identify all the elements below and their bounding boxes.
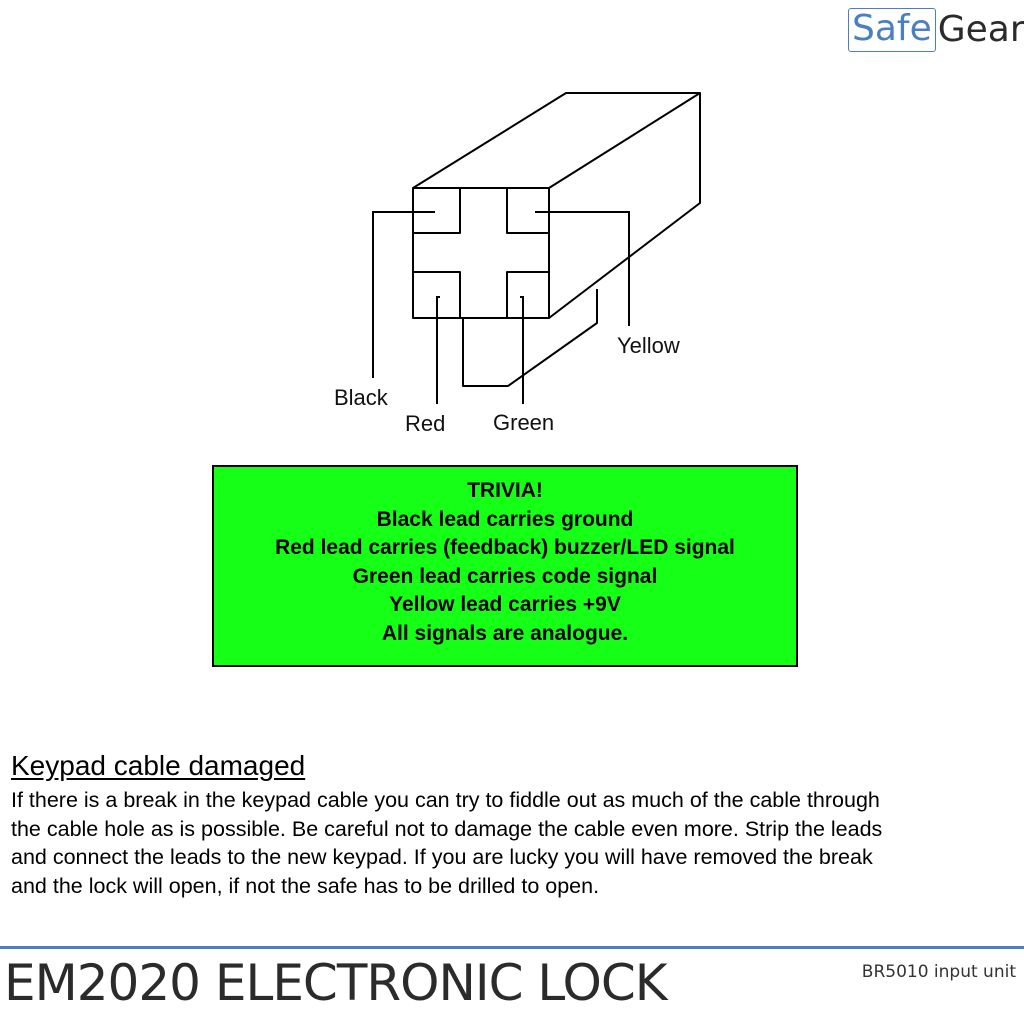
cable-wiring-diagram: Black Red Green Yellow: [334, 92, 701, 436]
logo-safe-text: Safe: [848, 8, 936, 52]
cross-cavity: [412, 187, 550, 319]
trivia-line: All signals are analogue.: [381, 621, 629, 645]
label-black: Black: [334, 385, 389, 410]
trivia-line: Red lead carries (feedback) buzzer/LED s…: [275, 536, 735, 559]
paragraph-line: and the lock will open, if not the safe …: [11, 874, 600, 899]
red-lead-line: [436, 296, 440, 404]
trivia-line: Yellow lead carries +9V: [389, 593, 621, 616]
trivia-line: Green lead carries code signal: [352, 564, 658, 588]
safegear-logo: Safe Gear: [848, 8, 1024, 52]
connector-front-face: [412, 187, 550, 319]
paragraph-line: the cable hole as is possible. Be carefu…: [11, 816, 883, 841]
trivia-box: TRIVIA! Black lead carries ground Red le…: [212, 465, 798, 667]
green-lead-line: [520, 296, 524, 404]
footer-subtitle: BR5010 input unit: [861, 962, 1016, 982]
label-red: Red: [405, 411, 445, 436]
trivia-line: Black lead carries ground: [376, 507, 634, 531]
logo-gear-text: Gear: [937, 9, 1024, 50]
connector-top-face: [412, 92, 701, 189]
label-green: Green: [493, 410, 554, 435]
label-yellow: Yellow: [617, 333, 680, 358]
cable-tail: [462, 289, 598, 387]
section-paragraph: If there is a break in the keypad cable …: [11, 786, 1021, 901]
connector-right-side: [548, 93, 701, 319]
footer-divider: [0, 946, 1024, 949]
paragraph-line: and connect the leads to the new keypad.…: [11, 845, 873, 870]
footer-title: EM2020 ELECTRONIC LOCK: [4, 954, 668, 1012]
yellow-lead-line: [535, 211, 630, 326]
trivia-title: TRIVIA!: [467, 479, 543, 502]
paragraph-line: If there is a break in the keypad cable …: [11, 788, 880, 812]
black-lead-line: [372, 211, 435, 378]
section-heading: Keypad cable damaged: [11, 750, 306, 781]
